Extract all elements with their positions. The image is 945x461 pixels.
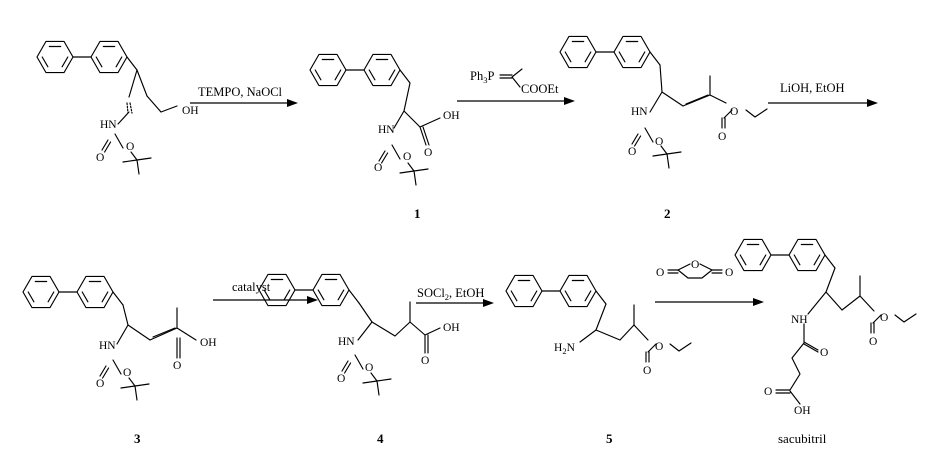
alcohol-hn: HN	[100, 119, 117, 131]
c2-o2: O	[655, 136, 663, 148]
label-sacubitril: sacubitril	[778, 431, 827, 446]
alcohol-o2: O	[126, 141, 134, 153]
compound-2: HN O O O O 2	[559, 35, 768, 221]
c1-o1: O	[374, 162, 382, 174]
c3-o-acid: O	[173, 360, 181, 372]
c1-oh: OH	[443, 110, 460, 122]
c1-hn: HN	[378, 124, 395, 136]
label-compound-2: 2	[664, 206, 671, 221]
sac-oh: OH	[794, 405, 811, 417]
label-compound-4: 4	[377, 431, 384, 446]
arrow-step-3: LiOH, EtOH	[768, 81, 878, 107]
c1-o-acid: O	[424, 147, 432, 159]
anhydride-o-ring: O	[691, 259, 699, 271]
c4-o1: O	[337, 373, 345, 385]
reagent-step-3: LiOH, EtOH	[780, 81, 845, 95]
label-compound-5: 5	[606, 431, 613, 446]
compound-5: H2N O O 5	[505, 274, 692, 446]
c3-oh: OH	[200, 337, 217, 349]
reagent-step-4: catalyst	[232, 280, 271, 294]
c3-o2: O	[123, 367, 131, 379]
arrow-step-6: O O O	[655, 259, 764, 306]
anhydride-o-right: O	[725, 267, 733, 279]
c1-o2: O	[403, 151, 411, 163]
c2-o-carbonyl: O	[718, 131, 726, 143]
succinic-anhydride: O O O	[656, 259, 733, 279]
starting-alcohol: OH HN O O	[36, 40, 199, 175]
c4-oh: OH	[443, 322, 460, 334]
reagent-step-5: SOCl2, EtOH	[417, 286, 484, 302]
compound-sacubitril: NH O O OH O O sacubitril	[734, 238, 917, 446]
label-compound-3: 3	[134, 431, 141, 446]
sac-o-carbonyl: O	[869, 336, 877, 348]
compound-1: OH O HN O O 1	[309, 53, 460, 221]
c2-o-ester: O	[730, 106, 738, 118]
sac-nh: NH	[791, 314, 808, 326]
c3-o1: O	[96, 378, 104, 390]
reagent-ester: COOEt	[521, 82, 559, 96]
c4-o2: O	[365, 362, 373, 374]
sac-o-amide: O	[820, 347, 828, 359]
compound-3: OH O HN O O 3	[22, 275, 217, 446]
sac-o-acid: O	[764, 386, 772, 398]
label-compound-1: 1	[414, 206, 421, 221]
sac-o-ester: O	[880, 312, 888, 324]
c4-hn: HN	[338, 336, 355, 348]
arrow-step-5: SOCl2, EtOH	[416, 286, 494, 307]
arrow-step-1: TEMPO, NaOCl	[190, 85, 298, 107]
alcohol-o1: O	[96, 152, 104, 164]
arrow-step-2: Ph3P COOEt	[457, 68, 575, 105]
c2-hn: HN	[631, 106, 648, 118]
c5-o-ester: O	[655, 341, 663, 353]
c3-hn: HN	[99, 340, 116, 352]
arrow-step-4: catalyst	[213, 280, 318, 304]
alcohol-oh: OH	[182, 105, 199, 117]
reagent-wittig: Ph3P	[470, 69, 494, 85]
c5-o-carbonyl: O	[643, 365, 651, 377]
compound-4: OH O HN O O 4	[258, 273, 460, 446]
c5-h2n: H2N	[554, 342, 576, 356]
reagent-step-1: TEMPO, NaOCl	[198, 85, 283, 99]
anhydride-o-left: O	[656, 267, 664, 279]
c2-o1: O	[628, 146, 636, 158]
c4-o-acid: O	[421, 355, 429, 367]
